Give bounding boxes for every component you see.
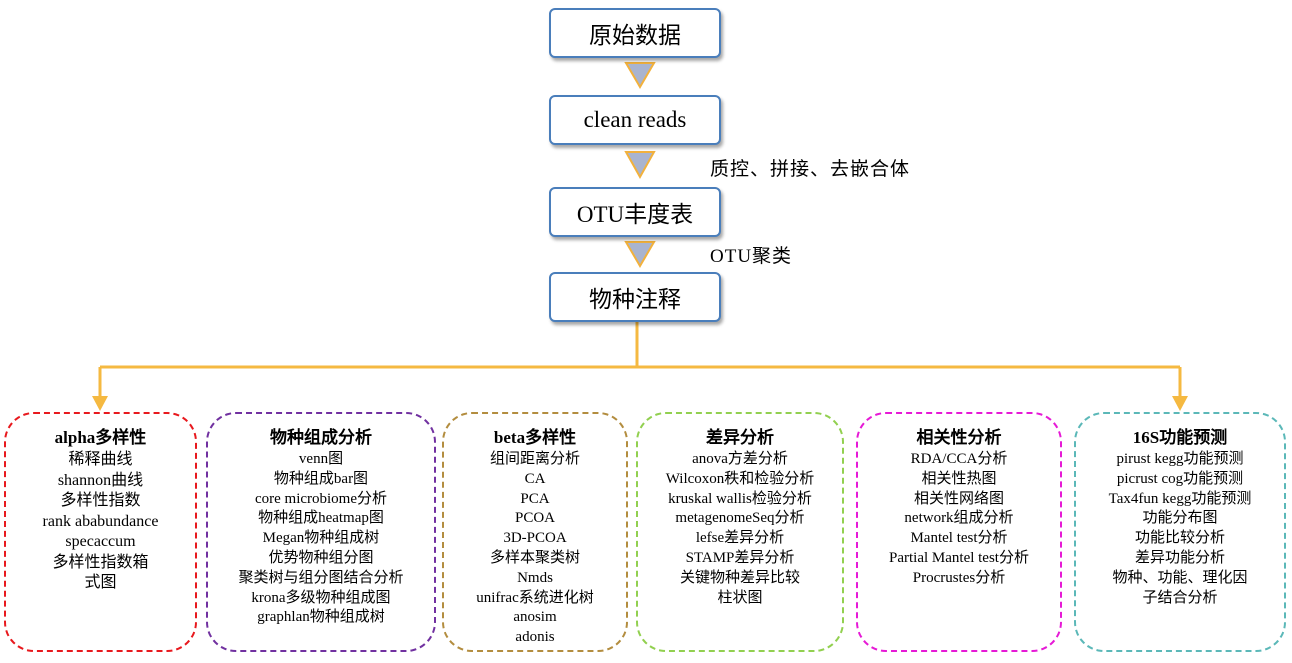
list-item: anosim (513, 609, 557, 626)
list-item: 物种组成heatmap图 (258, 510, 384, 527)
list-item: CA (524, 470, 546, 487)
panel-title: 差异分析 (706, 428, 774, 447)
panel-title: 相关性分析 (916, 428, 1002, 447)
panel-species-composition: 物种组成分析 venn图 物种组成bar图 core microbiome分析 … (206, 412, 436, 652)
panel-items: venn图 物种组成bar图 core microbiome分析 物种组成hea… (238, 450, 403, 628)
flow-step-raw-data: 原始数据 (549, 8, 721, 58)
down-arrow-2 (624, 151, 656, 180)
flow-step-otu-table: OTU丰度表 (549, 187, 721, 237)
panel-16s-function-prediction: 16S功能预测 pirust kegg功能预测 picrust cog功能预测 … (1074, 412, 1286, 652)
branch-arrowhead-left (92, 396, 108, 411)
panel-items: RDA/CCA分析 相关性热图 相关性网络图 network组成分析 Mante… (889, 450, 1029, 589)
list-item: 多样本聚类树 (489, 549, 580, 566)
branch-arrowhead-right (1172, 396, 1188, 411)
list-item: Tax4fun kegg功能预测 (1108, 490, 1252, 507)
list-item: 3D-PCOA (503, 530, 567, 547)
panel-beta-diversity: beta多样性 组间距离分析 CA PCA PCOA 3D-PCOA 多样本聚类… (442, 412, 628, 652)
list-item: Mantel test分析 (910, 530, 1008, 547)
list-item: STAMP差异分析 (685, 549, 795, 566)
list-item: Wilcoxon秩和检验分析 (665, 470, 815, 487)
down-arrow-3 (624, 241, 656, 268)
list-item: anova方差分析 (692, 451, 788, 467)
list-item: Nmds (517, 569, 553, 586)
panel-items: 稀释曲线 shannon曲线 多样性指数 rank ababundance sp… (43, 450, 159, 594)
list-item: 相关性网络图 (913, 490, 1004, 507)
list-item: 相关性热图 (921, 470, 997, 487)
panel-title: beta多样性 (493, 428, 577, 447)
list-item: specaccum (65, 533, 136, 550)
list-item: venn图 (298, 451, 344, 467)
list-item: 稀释曲线 (68, 451, 133, 468)
flow-step-species-annotation: 物种注释 (549, 272, 721, 322)
list-item: kruskal wallis检验分析 (668, 490, 812, 507)
panel-items: 组间距离分析 CA PCA PCOA 3D-PCOA 多样本聚类树 Nmds u… (476, 450, 593, 648)
list-item: 优势物种组分图 (268, 549, 374, 566)
list-item: PCOA (514, 510, 555, 527)
list-item: 差异功能分析 (1134, 549, 1225, 566)
panel-correlation-analysis: 相关性分析 RDA/CCA分析 相关性热图 相关性网络图 network组成分析… (856, 412, 1062, 652)
list-item: 物种组成bar图 (273, 470, 369, 487)
panel-title: 16S功能预测 (1132, 428, 1228, 447)
list-item: 子结合分析 (1142, 589, 1218, 606)
label-qc-merge-dechimera: 质控、拼接、去嵌合体 (710, 159, 911, 180)
list-item: 式图 (84, 574, 117, 591)
list-item: unifrac系统进化树 (476, 589, 594, 606)
list-item: 多样性指数 (60, 492, 141, 509)
list-item: 功能分布图 (1142, 510, 1218, 527)
panel-items: anova方差分析 Wilcoxon秩和检验分析 kruskal wallis检… (666, 450, 815, 608)
list-item: 多样性指数箱 (52, 553, 149, 571)
list-item: network组成分析 (904, 510, 1014, 527)
down-arrow-1 (624, 62, 656, 89)
list-item: metagenomeSeq分析 (675, 510, 805, 527)
flow-step-clean-reads: clean reads (549, 95, 721, 145)
label-otu-clustering: OTU聚类 (710, 246, 793, 267)
list-item: 组间距离分析 (489, 451, 580, 467)
list-item: krona多级物种组成图 (251, 589, 391, 606)
panel-items: pirust kegg功能预测 picrust cog功能预测 Tax4fun … (1109, 450, 1252, 608)
list-item: Megan物种组成树 (262, 530, 380, 547)
flow-step-label: clean reads (583, 107, 687, 132)
list-item: rank ababundance (42, 512, 159, 530)
list-item: 功能比较分析 (1134, 530, 1225, 547)
list-item: picrust cog功能预测 (1116, 470, 1244, 487)
panel-title: alpha多样性 (54, 428, 147, 447)
list-item: core microbiome分析 (254, 490, 388, 507)
list-item: lefse差异分析 (695, 530, 785, 547)
list-item: 柱状图 (717, 589, 763, 606)
list-item: pirust kegg功能预测 (1116, 451, 1244, 467)
list-item: 关键物种差异比较 (679, 569, 800, 586)
list-item: Partial Mantel test分析 (889, 549, 1029, 566)
list-item: Procrustes分析 (912, 569, 1006, 586)
flow-step-label: 物种注释 (589, 287, 681, 312)
flow-step-label: 原始数据 (589, 23, 681, 48)
list-item: RDA/CCA分析 (910, 451, 1008, 467)
list-item: adonis (515, 629, 555, 646)
list-item: 物种、功能、理化因 (1112, 569, 1248, 586)
panel-alpha-diversity: alpha多样性 稀释曲线 shannon曲线 多样性指数 rank ababu… (4, 412, 197, 652)
list-item: 聚类树与组分图结合分析 (238, 569, 404, 586)
flow-step-label: OTU丰度表 (576, 202, 694, 227)
panel-title: 物种组成分析 (270, 428, 372, 447)
list-item: graphlan物种组成树 (257, 609, 385, 626)
panel-differential-analysis: 差异分析 anova方差分析 Wilcoxon秩和检验分析 kruskal wa… (636, 412, 844, 652)
list-item: shannon曲线 (57, 471, 144, 489)
list-item: PCA (520, 490, 550, 507)
